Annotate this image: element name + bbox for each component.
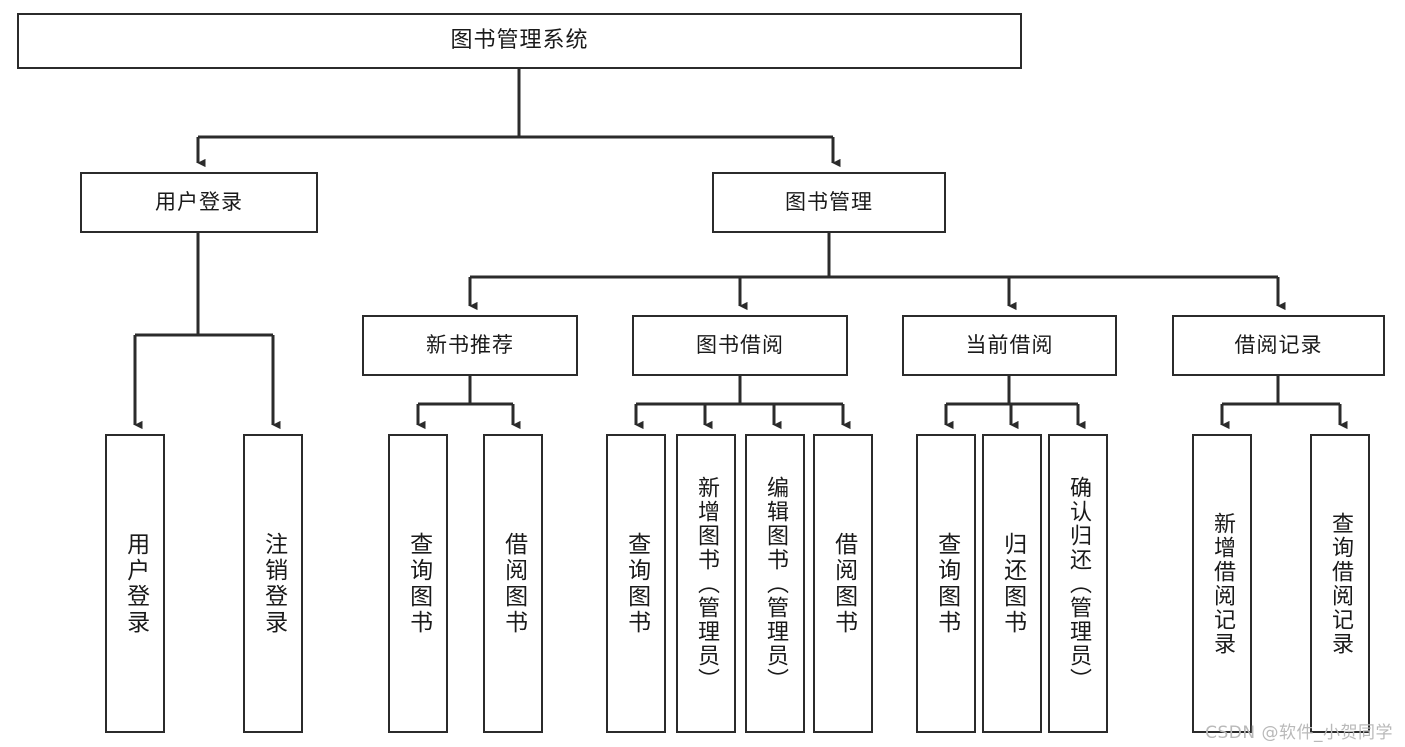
leaf-borrow-record-query[interactable]: 查询借阅记录 xyxy=(1310,434,1370,733)
leaf-borrow-record-add[interactable]: 新增借阅记录 xyxy=(1192,434,1252,733)
leaf-new-book-borrow-label: 借阅图书 xyxy=(500,531,527,636)
leaf-new-book-query-label: 查询图书 xyxy=(405,531,432,636)
leaf-new-book-query[interactable]: 查询图书 xyxy=(388,434,448,733)
leaf-user-login-logout-label: 注销登录 xyxy=(260,531,287,636)
leaf-book-borrow-add[interactable]: 新增图书（管理员） xyxy=(676,434,736,733)
leaf-current-borrow-confirm[interactable]: 确认归还（管理员） xyxy=(1048,434,1108,733)
leaf-current-borrow-return-label: 归还图书 xyxy=(999,531,1026,636)
node-new-book-recommend-label: 新书推荐 xyxy=(426,333,514,358)
node-book-management-label: 图书管理 xyxy=(785,190,873,215)
leaf-borrow-record-add-label: 新增借阅记录 xyxy=(1209,511,1235,656)
leaf-book-borrow-edit[interactable]: 编辑图书（管理员） xyxy=(745,434,805,733)
leaf-book-borrow-add-label: 新增图书（管理员） xyxy=(693,475,719,692)
node-current-borrow[interactable]: 当前借阅 xyxy=(902,315,1117,376)
node-current-borrow-label: 当前借阅 xyxy=(965,333,1054,358)
node-root[interactable]: 图书管理系统 xyxy=(17,13,1022,69)
leaf-book-borrow-query[interactable]: 查询图书 xyxy=(606,434,666,733)
leaf-book-borrow-query-label: 查询图书 xyxy=(623,531,650,636)
leaf-book-borrow-borrow[interactable]: 借阅图书 xyxy=(813,434,873,733)
leaf-current-borrow-confirm-label: 确认归还（管理员） xyxy=(1065,475,1091,692)
watermark-text: CSDN @软件_小贺同学 xyxy=(1205,723,1393,743)
leaf-book-borrow-borrow-label: 借阅图书 xyxy=(830,531,857,636)
leaf-user-login-logout[interactable]: 注销登录 xyxy=(243,434,303,733)
leaf-current-borrow-query[interactable]: 查询图书 xyxy=(916,434,976,733)
node-new-book-recommend[interactable]: 新书推荐 xyxy=(362,315,578,376)
node-root-label: 图书管理系统 xyxy=(450,28,589,54)
node-user-login-label: 用户登录 xyxy=(155,190,243,215)
leaf-book-borrow-edit-label: 编辑图书（管理员） xyxy=(762,475,788,692)
node-borrow-record[interactable]: 借阅记录 xyxy=(1172,315,1385,376)
leaf-new-book-borrow[interactable]: 借阅图书 xyxy=(483,434,543,733)
node-user-login[interactable]: 用户登录 xyxy=(80,172,318,233)
node-book-borrow[interactable]: 图书借阅 xyxy=(632,315,848,376)
leaf-borrow-record-query-label: 查询借阅记录 xyxy=(1327,511,1353,656)
leaf-user-login-login[interactable]: 用户登录 xyxy=(105,434,165,733)
leaf-current-borrow-return[interactable]: 归还图书 xyxy=(982,434,1042,733)
node-book-borrow-label: 图书借阅 xyxy=(696,333,784,358)
leaf-user-login-login-label: 用户登录 xyxy=(122,531,149,636)
leaf-current-borrow-query-label: 查询图书 xyxy=(933,531,960,636)
node-book-management[interactable]: 图书管理 xyxy=(712,172,946,233)
node-borrow-record-label: 借阅记录 xyxy=(1234,333,1323,358)
